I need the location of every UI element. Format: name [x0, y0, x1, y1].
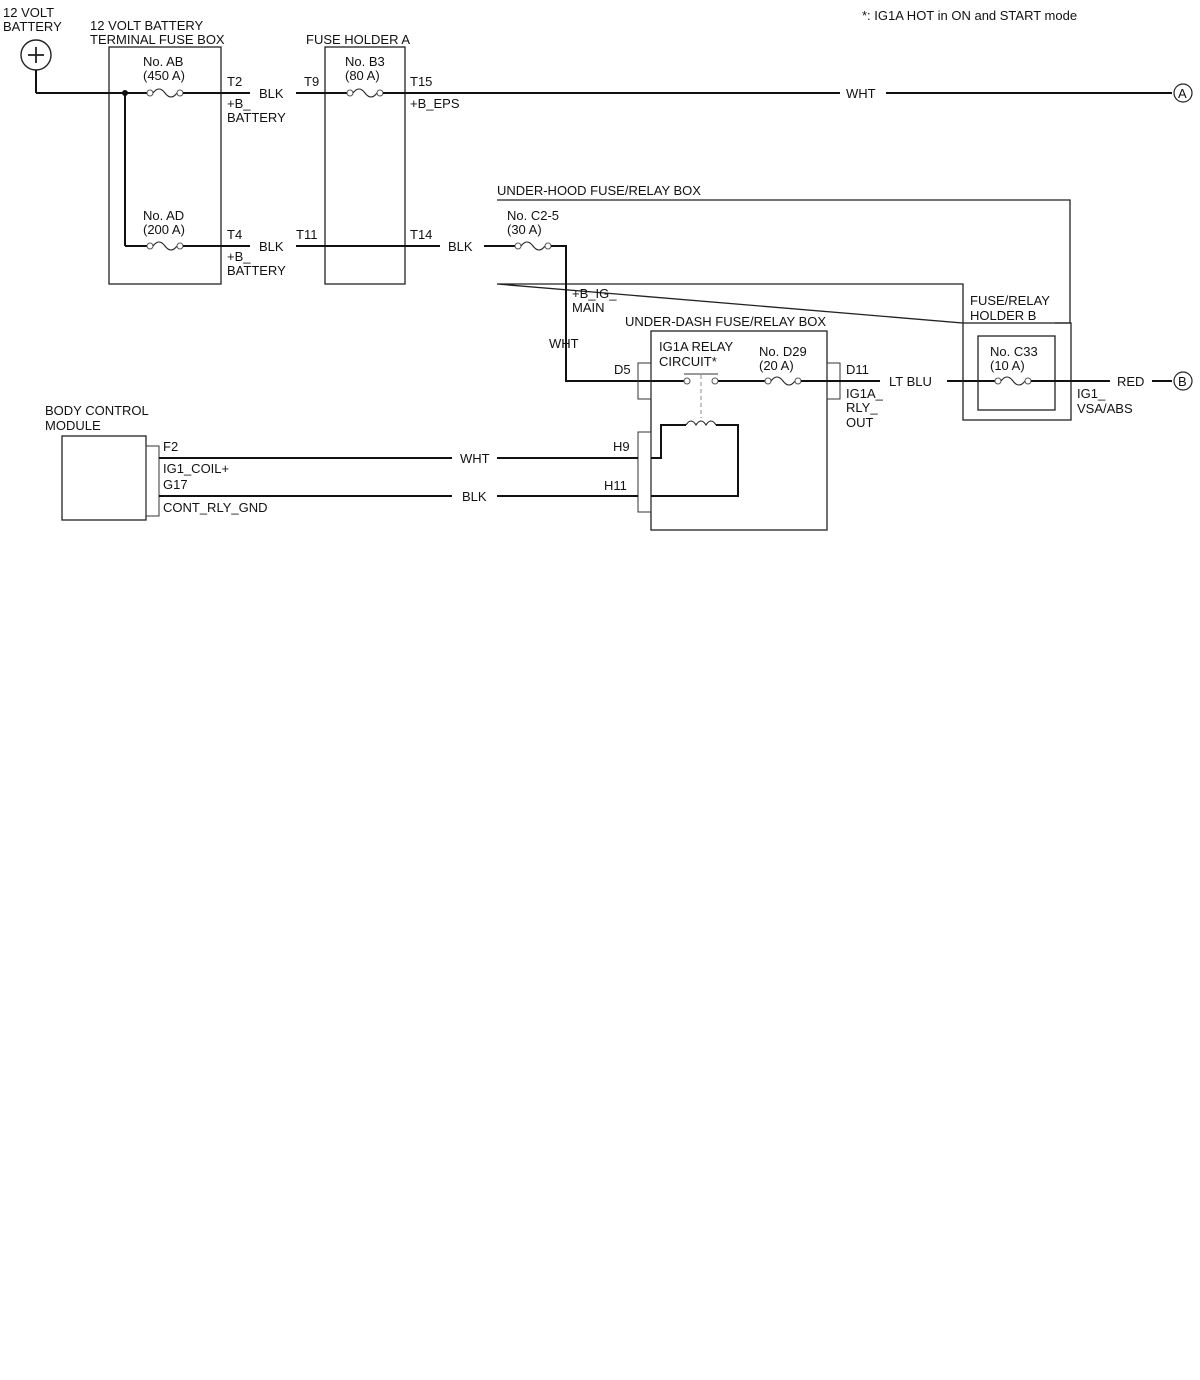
terminal-fuse-box-label: 12 VOLT BATTERY — [90, 18, 204, 33]
wire-color-mid-blk-1: BLK — [259, 239, 284, 254]
circuit-ig1a-rly-out: IG1A_ — [846, 386, 884, 401]
holder-b-label: FUSE/RELAY — [970, 293, 1050, 308]
terminal-t11: T11 — [296, 227, 317, 242]
holder-b-label-2: HOLDER B — [970, 308, 1036, 323]
bcm-connector — [145, 445, 160, 517]
fuse-d29-name: No. D29 — [759, 344, 807, 359]
circuit-ig1-vsa-abs: IG1_ — [1077, 386, 1106, 401]
wire-color-red: RED — [1117, 374, 1144, 389]
terminal-t4: T4 — [227, 227, 242, 242]
destination-a-icon — [1173, 83, 1193, 103]
terminal-d11: D11 — [846, 362, 869, 377]
destination-b-icon — [1173, 371, 1193, 391]
relay-label-2: CIRCUIT* — [659, 354, 717, 369]
fuse-b3-name: No. B3 — [345, 54, 385, 69]
terminal-h9: H9 — [613, 439, 630, 454]
battery-symbol-icon — [20, 39, 52, 71]
fuse-d29-icon — [764, 376, 802, 386]
under-dash-box — [650, 330, 828, 531]
fuse-b3-icon — [346, 88, 384, 98]
fuse-c33-name: No. C33 — [990, 344, 1038, 359]
battery-label-2: BATTERY — [3, 19, 62, 34]
fuse-holder-a — [324, 46, 406, 285]
wire-color-top-blk: BLK — [259, 86, 284, 101]
circuit-b-ig-main-2: MAIN — [572, 300, 605, 315]
destination-a: A — [1178, 86, 1187, 101]
footnote: *: IG1A HOT in ON and START mode — [862, 8, 1077, 23]
circuit-cont-rly-gnd: CONT_RLY_GND — [163, 500, 268, 515]
terminal-fuse-box-label-2: TERMINAL FUSE BOX — [90, 32, 225, 47]
destination-b: B — [1178, 374, 1187, 389]
terminal-t14: T14 — [410, 227, 432, 242]
circuit-b-battery-1b: BATTERY — [227, 110, 286, 125]
circuit-ig1a-rly-out-2: RLY_ — [846, 400, 878, 415]
circuit-b-ig-main: +B_IG_ — [572, 286, 617, 301]
relay-label: IG1A RELAY — [659, 339, 734, 354]
wire-c2-5-to-d5 — [551, 245, 651, 382]
fuse-ab-icon — [146, 88, 184, 98]
fuse-relay-holder-b-inner — [977, 335, 1056, 411]
relay-switch-icon — [651, 373, 765, 418]
circuit-b-battery-1: +B_ — [227, 96, 251, 111]
fuse-c2-5-rating: (30 A) — [507, 222, 542, 237]
fuse-c33-icon — [994, 376, 1032, 386]
fuse-b3-rating: (80 A) — [345, 68, 380, 83]
wire-color-vertical-wht: WHT — [549, 336, 579, 351]
wire-color-top-wht: WHT — [846, 86, 876, 101]
battery-label: 12 VOLT — [3, 5, 54, 20]
fuse-ab-name: No. AB — [143, 54, 183, 69]
circuit-ig1a-rly-out-3: OUT — [846, 415, 874, 430]
circuit-b-battery-2b: BATTERY — [227, 263, 286, 278]
wire-color-bcm-wht: WHT — [460, 451, 490, 466]
terminal-g17: G17 — [163, 477, 188, 492]
relay-coil-icon — [651, 420, 739, 497]
terminal-t2: T2 — [227, 74, 242, 89]
fuse-c33-rating: (10 A) — [990, 358, 1025, 373]
fuse-c2-5-icon — [514, 241, 552, 251]
terminal-fuse-box — [108, 46, 222, 285]
terminal-t15: T15 — [410, 74, 432, 89]
terminal-f2: F2 — [163, 439, 178, 454]
fuse-holder-a-label: FUSE HOLDER A — [306, 32, 410, 47]
fuse-c2-5-name: No. C2-5 — [507, 208, 559, 223]
wire-color-mid-blk-2: BLK — [448, 239, 473, 254]
fuse-ab-rating: (450 A) — [143, 68, 185, 83]
fuse-d29-rating: (20 A) — [759, 358, 794, 373]
bcm-label-2: MODULE — [45, 418, 101, 433]
fuse-ad-name: No. AD — [143, 208, 184, 223]
terminal-h11: H11 — [604, 478, 627, 493]
bcm-label: BODY CONTROL — [45, 403, 149, 418]
body-control-module — [61, 435, 147, 521]
fuse-relay-holder-b — [962, 322, 1072, 421]
wire-color-lt-blu: LT BLU — [889, 374, 932, 389]
connector-h — [637, 431, 652, 513]
fuse-ad-icon — [146, 241, 184, 251]
circuit-ig1-vsa-abs-2: VSA/ABS — [1077, 401, 1133, 416]
terminal-t9: T9 — [304, 74, 319, 89]
under-dash-box-label: UNDER-DASH FUSE/RELAY BOX — [625, 314, 826, 329]
circuit-ig1-coil: IG1_COIL+ — [163, 461, 229, 476]
circuit-b-battery-2: +B_ — [227, 249, 251, 264]
under-hood-box-label: UNDER-HOOD FUSE/RELAY BOX — [497, 183, 701, 198]
circuit-b-eps: +B_EPS — [410, 96, 460, 111]
wire-color-bcm-blk: BLK — [462, 489, 487, 504]
terminal-d5: D5 — [614, 362, 631, 377]
fuse-ad-rating: (200 A) — [143, 222, 185, 237]
